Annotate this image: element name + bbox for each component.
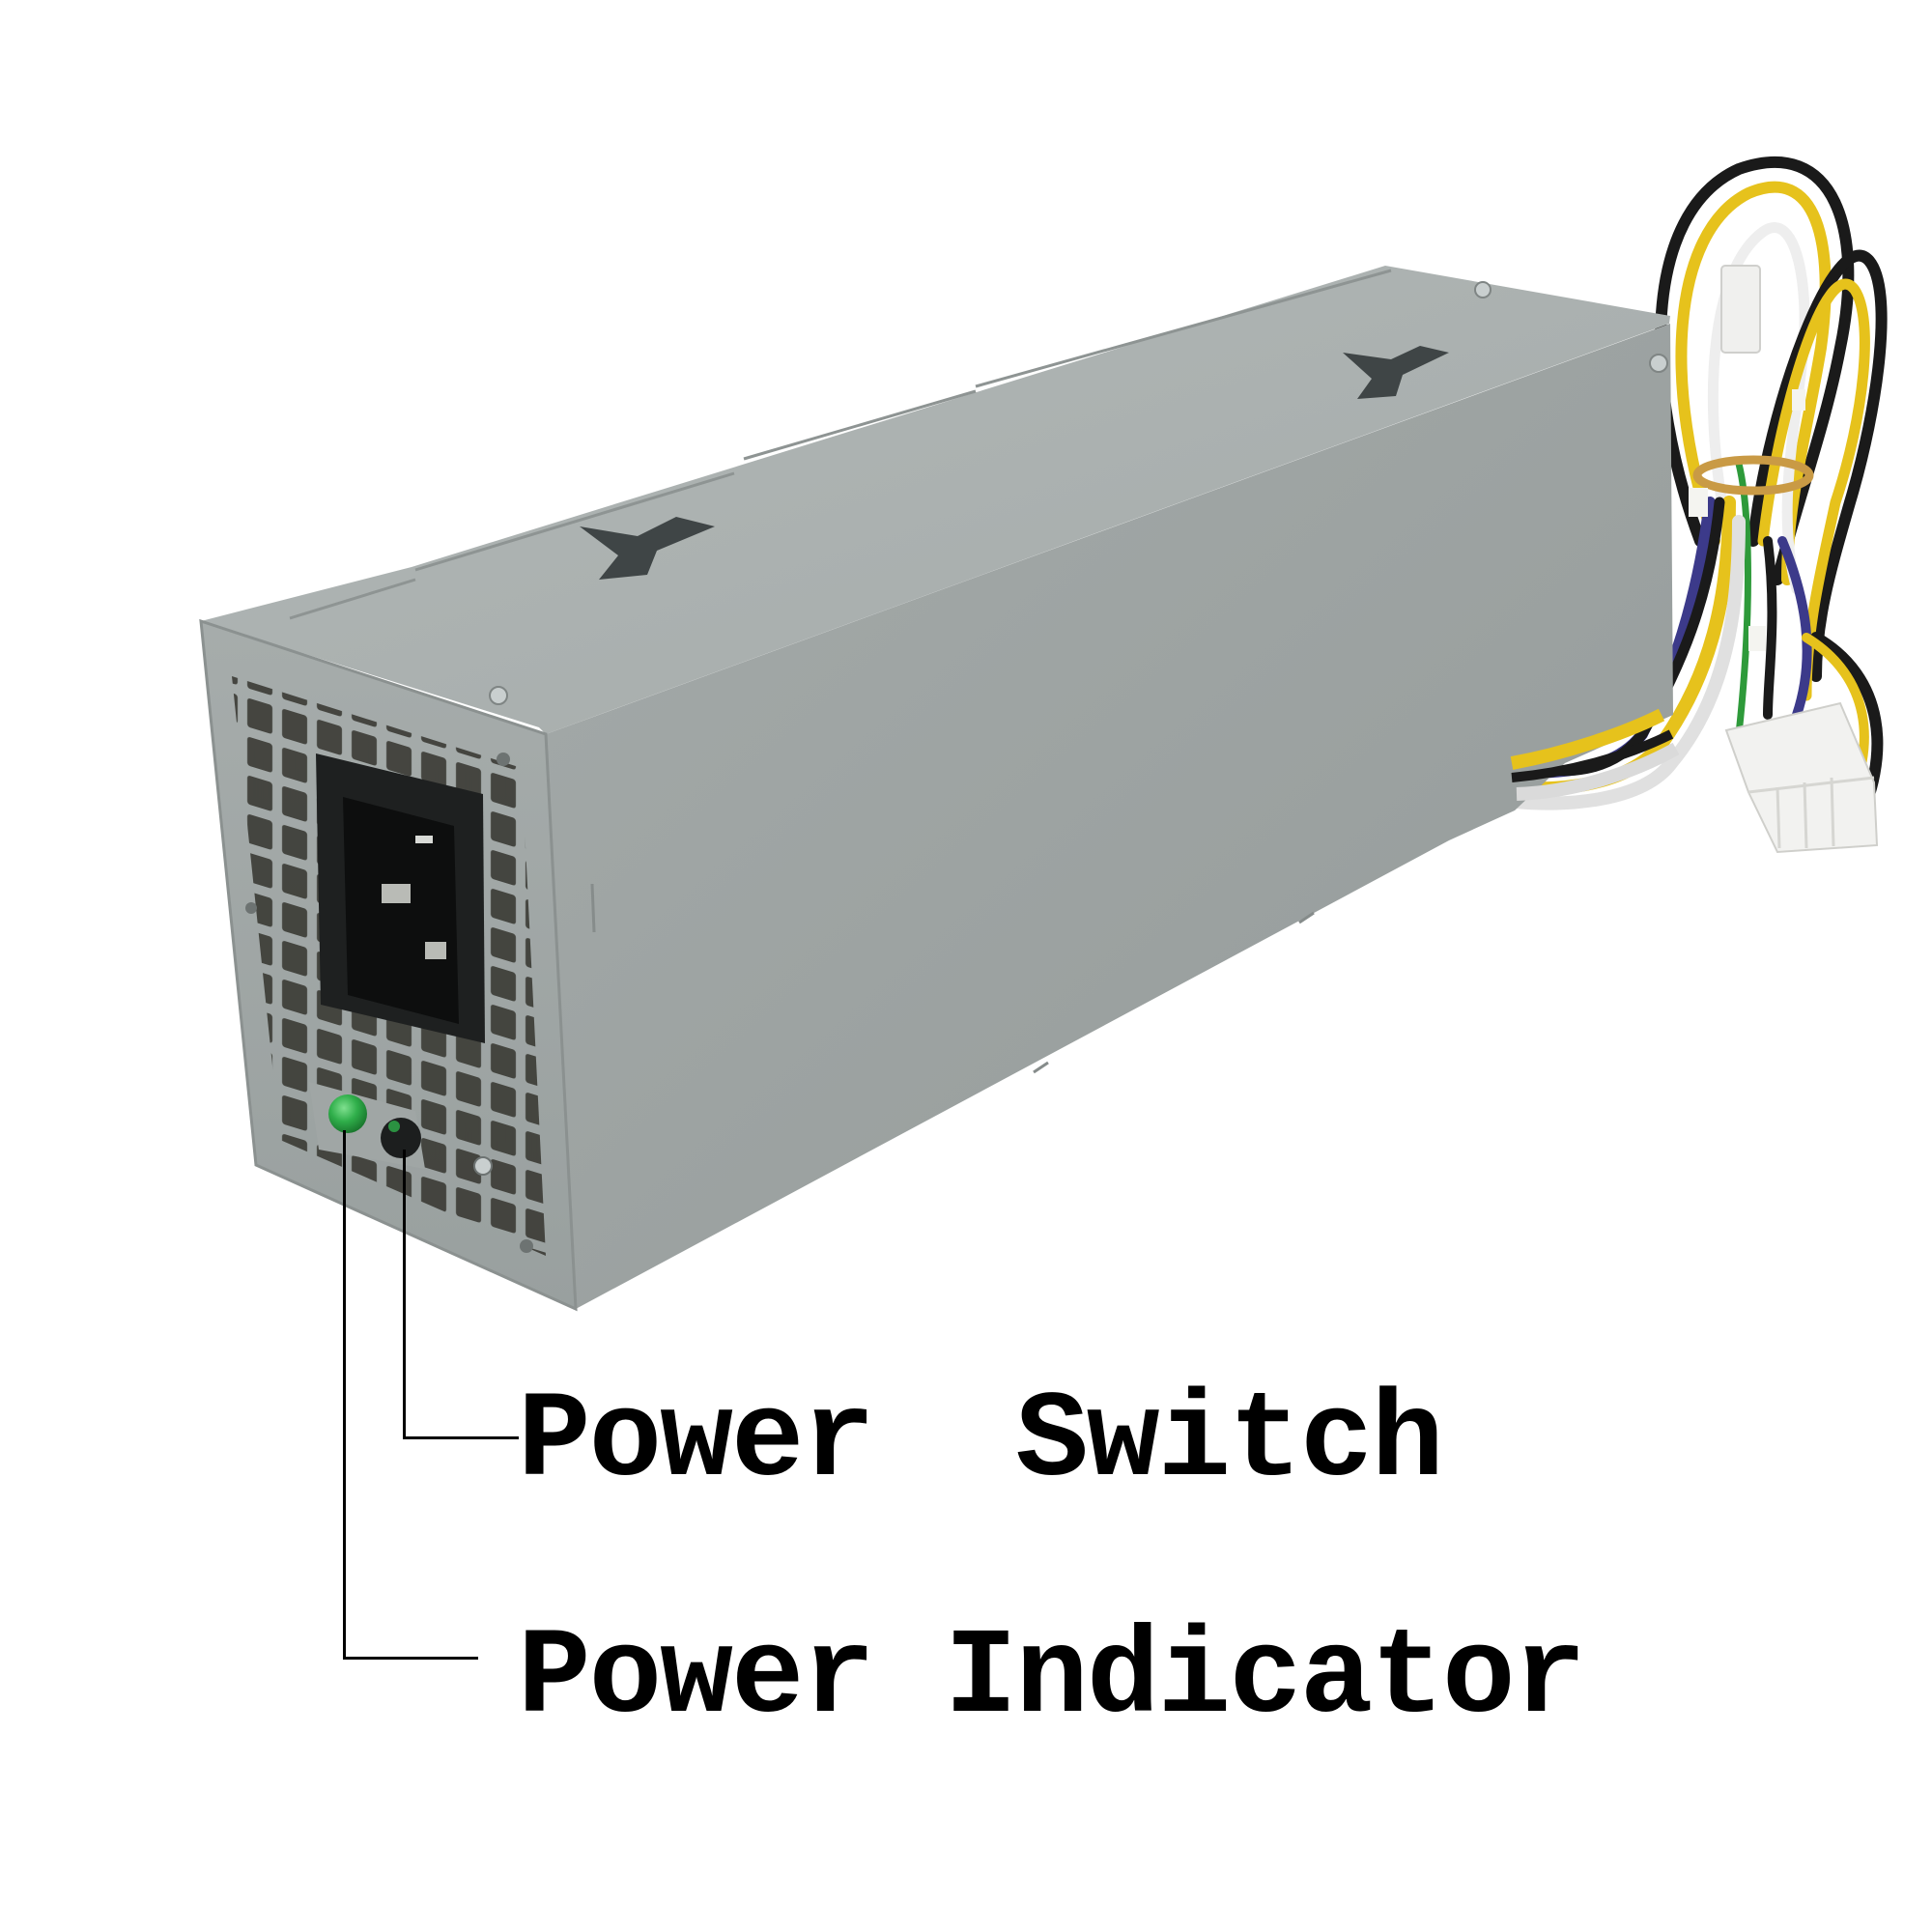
power-switch-label: Power Switch xyxy=(518,1373,1444,1511)
cable-tie xyxy=(1689,488,1708,517)
power-indicator-led xyxy=(328,1094,367,1133)
screw-icon xyxy=(1474,281,1492,298)
screw-hole-icon xyxy=(497,753,510,766)
screw-icon xyxy=(473,1156,493,1176)
eight-pin-connector xyxy=(1724,701,1879,854)
cable-tie xyxy=(1748,626,1766,651)
screw-icon xyxy=(489,686,508,705)
screw-icon xyxy=(1649,354,1668,373)
switch-leader-vertical xyxy=(403,1150,406,1439)
psu-top-face xyxy=(201,266,1670,734)
top-panel-seams xyxy=(289,269,1392,620)
screw-hole-icon xyxy=(245,902,257,914)
power-switch[interactable] xyxy=(381,1118,421,1158)
screw-hole-icon xyxy=(520,1239,533,1253)
psu-side-face xyxy=(546,324,1673,1309)
ac-power-inlet xyxy=(316,753,485,1043)
indicator-leader-vertical xyxy=(343,1130,346,1660)
side-notches xyxy=(590,883,1315,1074)
rubber-band xyxy=(1692,455,1814,496)
power-indicator-label: Power Indicator xyxy=(518,1609,1586,1747)
indicator-leader-horizontal xyxy=(343,1657,478,1660)
top-x-cutout xyxy=(580,517,715,580)
switch-leader-horizontal xyxy=(403,1436,519,1439)
cable-tie xyxy=(1792,389,1805,411)
top-x-cutout xyxy=(1343,346,1449,399)
side-wire-bundle xyxy=(1510,708,1680,801)
switch-highlight xyxy=(388,1121,400,1132)
small-wire-connector xyxy=(1720,265,1761,354)
